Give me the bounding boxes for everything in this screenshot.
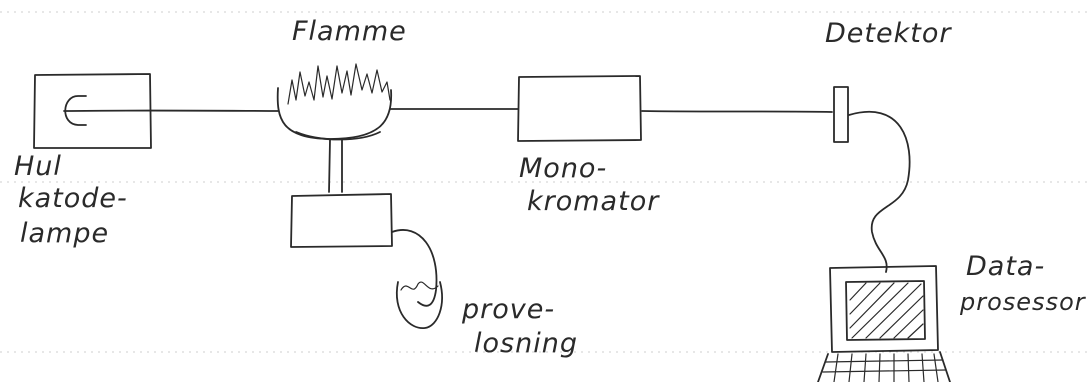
lamp-label-line1: Hul xyxy=(14,151,62,182)
processor-label-line2: prosessor xyxy=(959,288,1087,316)
laptop xyxy=(818,266,950,382)
lamp-label: Hul katode- lampe xyxy=(14,151,128,249)
sample-label-line1: prove- xyxy=(461,294,555,325)
processor-label-line1: Data- xyxy=(966,251,1045,282)
detector-cable xyxy=(849,112,910,272)
burner xyxy=(278,88,392,192)
sample-label: prove- losning xyxy=(461,294,578,359)
detector xyxy=(834,87,848,142)
light-beam xyxy=(64,109,832,112)
lamp-label-line2: katode- xyxy=(18,183,128,214)
detector-label: Detektor xyxy=(825,18,952,49)
sample-label-line2: losning xyxy=(474,328,578,359)
flame xyxy=(288,64,390,104)
flame-label: Flamme xyxy=(292,16,407,47)
monochromator-label-line2: kromator xyxy=(527,186,660,217)
processor-label: Data- prosessor xyxy=(959,251,1087,316)
monochromator xyxy=(518,76,641,141)
monochromator-label: Mono- kromator xyxy=(519,153,660,217)
monochromator-label-line1: Mono- xyxy=(519,153,607,184)
lamp-label-line3: lampe xyxy=(20,218,109,249)
screen-hatching xyxy=(850,283,923,338)
